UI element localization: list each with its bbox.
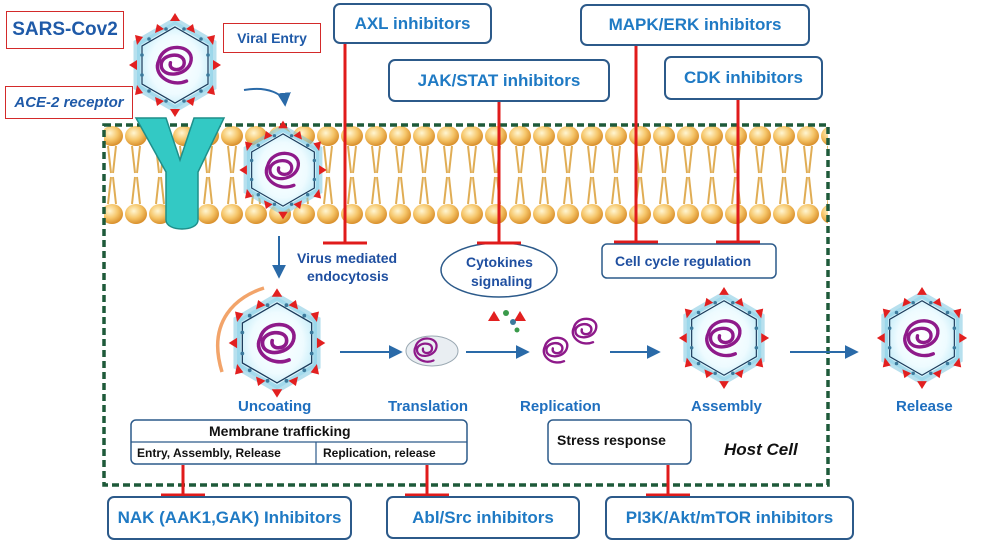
rna-coil-1 <box>571 317 598 345</box>
cell-membrane <box>104 125 828 225</box>
cytokines-label-line1: Cytokines <box>466 254 533 270</box>
inhibit-pi3k <box>646 465 690 497</box>
cell-cycle-label: Cell cycle regulation <box>615 253 752 269</box>
stage-replication: Replication <box>520 398 601 415</box>
inhibition-lines <box>161 44 760 497</box>
virion-entry <box>129 13 221 117</box>
flow-arrows <box>243 88 859 359</box>
stage-release: Release <box>896 398 953 415</box>
cytokine-markers <box>488 310 526 333</box>
host-cell-border <box>102 123 830 487</box>
cdk-inhibitors-box: CDK inhibitors <box>664 56 823 100</box>
inhibit-jak-stat <box>477 102 521 245</box>
membrane-trafficking-right: Replication, release <box>323 446 436 460</box>
axl-inhibitors-box: AXL inhibitors <box>333 3 492 44</box>
ace2-receptor-shape <box>134 117 226 230</box>
pi3k-akt-mtor-inhibitors-box: PI3K/Akt/mTOR inhibitors <box>605 496 854 540</box>
stage-assembly: Assembly <box>691 398 762 415</box>
inhibit-cdk <box>716 100 760 244</box>
stage-translation: Translation <box>388 398 469 415</box>
nak-inhibitors-box: NAK (AAK1,GAK) Inhibitors <box>107 496 352 540</box>
jak-stat-inhibitors-box: JAK/STAT inhibitors <box>388 59 610 102</box>
ace2-receptor-label: ACE-2 receptor <box>5 86 133 119</box>
uncoating-arc <box>216 286 265 373</box>
rna-coil-2 <box>542 336 569 364</box>
cytokines-label-line2: signaling <box>471 273 533 289</box>
cell-cycle-box <box>601 243 777 279</box>
virion-assembly <box>679 287 769 389</box>
inhibit-abl <box>405 465 449 497</box>
host-cell-label: Host Cell <box>724 440 798 459</box>
membrane-trafficking-left: Entry, Assembly, Release <box>137 446 281 460</box>
abl-src-inhibitors-box: Abl/Src inhibitors <box>386 496 580 539</box>
stage-uncoating: Uncoating <box>238 398 312 415</box>
stress-response-box <box>547 419 692 465</box>
mapk-erk-inhibitors-box: MAPK/ERK inhibitors <box>580 4 810 46</box>
sars-cov2-label: SARS-Cov2 <box>6 11 124 49</box>
inhibit-axl <box>323 44 367 245</box>
virion-uncoating <box>229 288 326 397</box>
ribosome-icon <box>405 335 459 367</box>
endocytosis-label-line2: endocytosis <box>307 268 389 284</box>
membrane-trafficking-title: Membrane trafficking <box>209 423 351 439</box>
virion-release <box>877 287 967 389</box>
endocytosis-label-line1: Virus mediated <box>297 250 398 266</box>
viral-entry-label: Viral Entry <box>223 23 321 53</box>
arrow-entry <box>243 88 291 107</box>
inhibit-nak <box>161 465 205 497</box>
stress-response-label: Stress response <box>557 432 666 448</box>
inhibit-mapk <box>614 45 658 244</box>
